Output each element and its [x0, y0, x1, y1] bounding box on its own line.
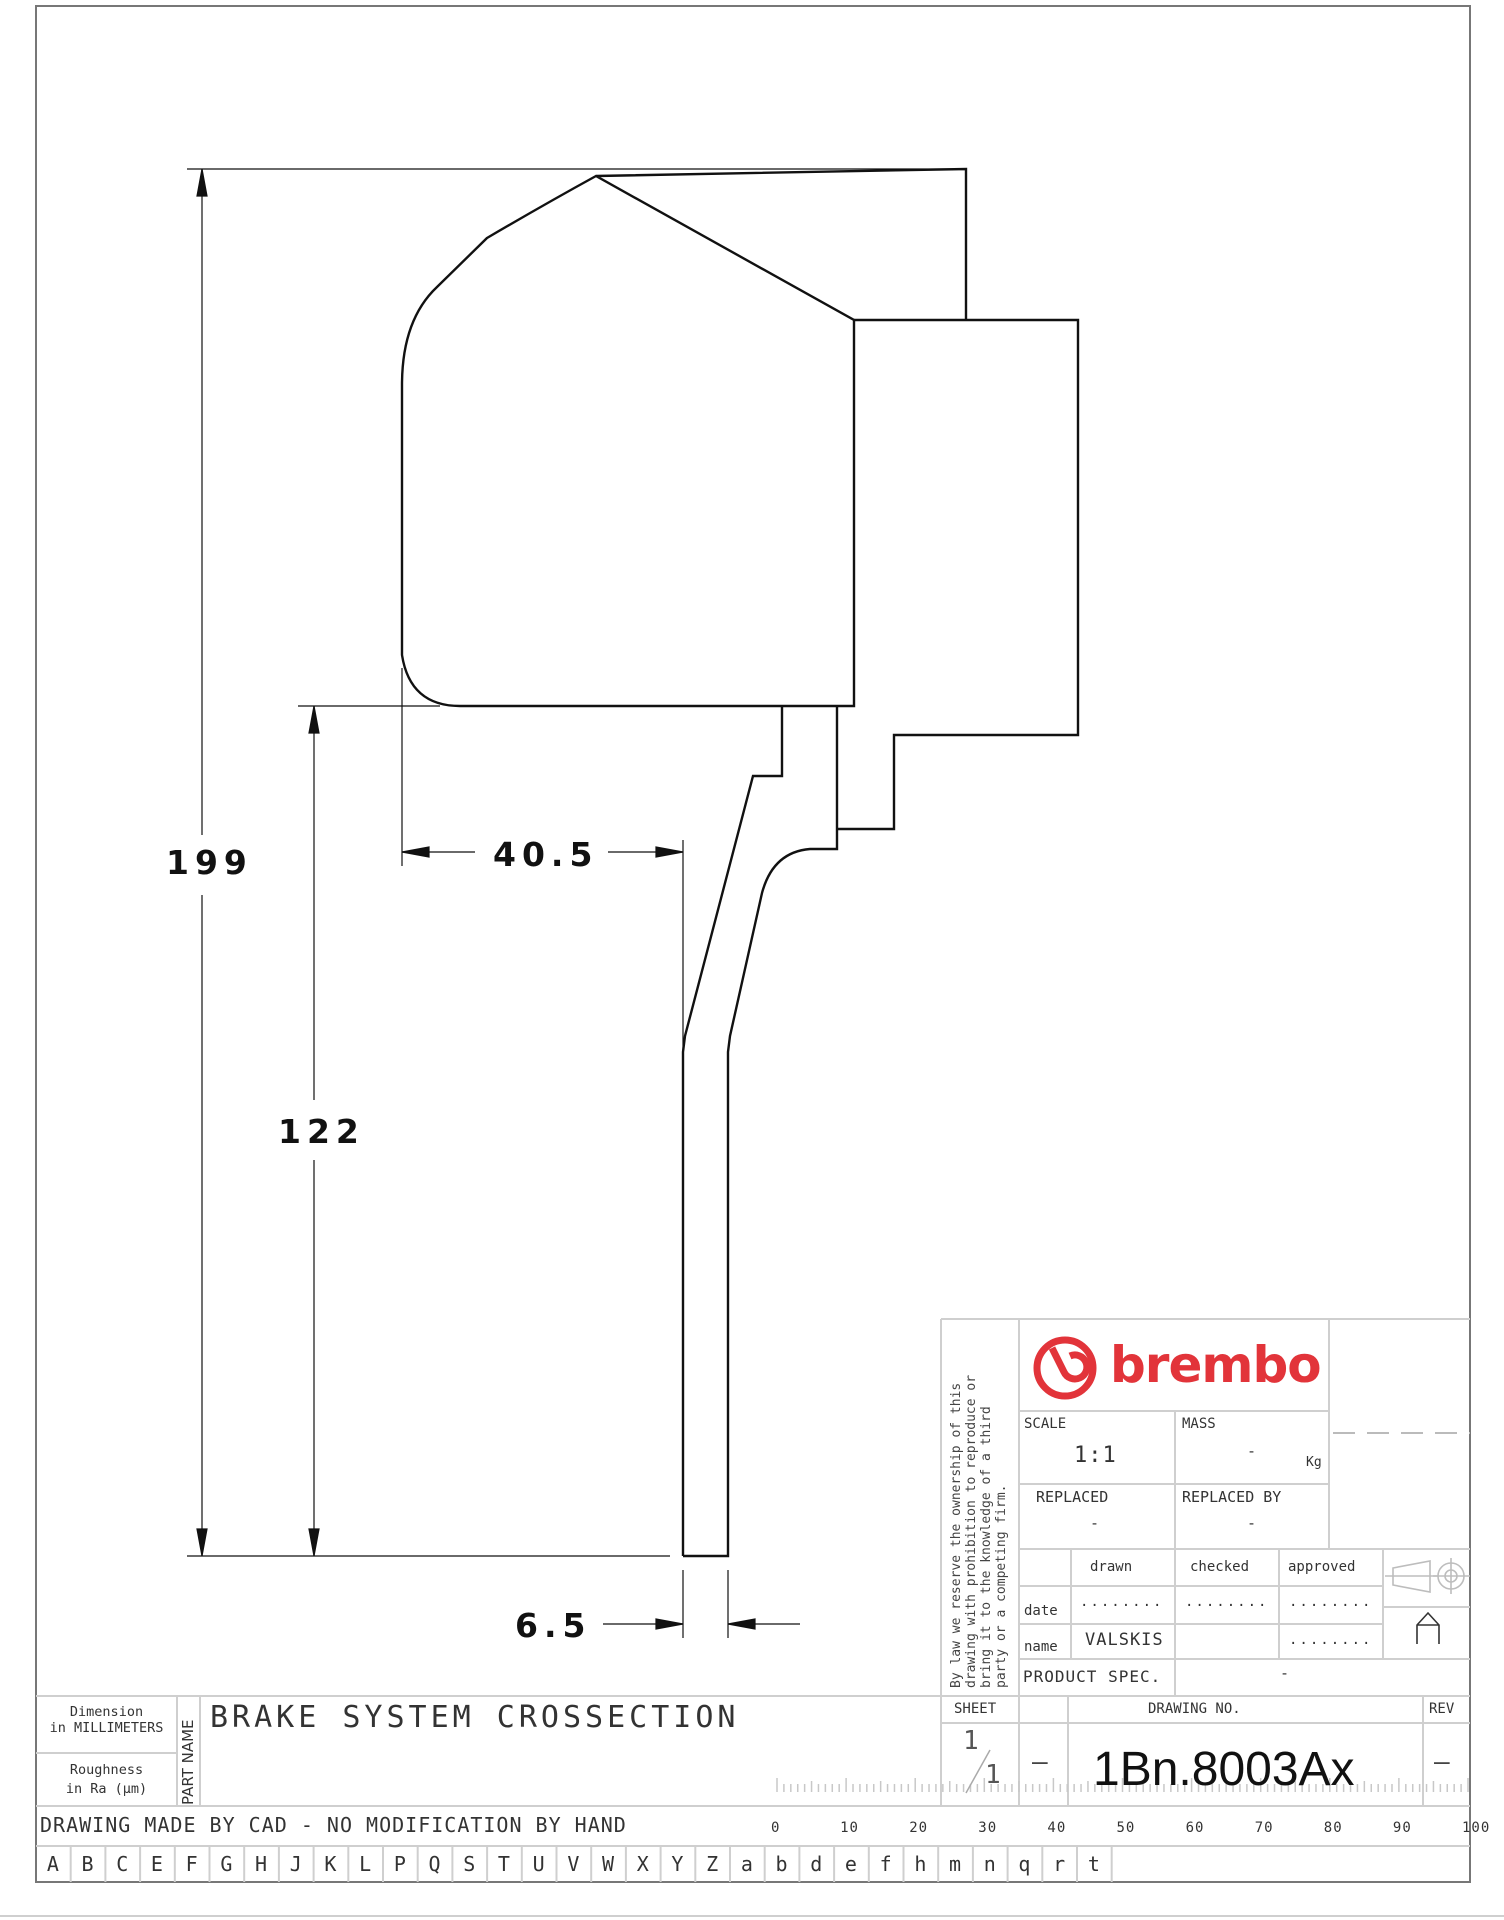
- drawing-no-label: DRAWING NO.: [1148, 1701, 1241, 1717]
- letter-strip-cell: U: [532, 1852, 546, 1876]
- letter-strip-cell: m: [949, 1852, 963, 1876]
- mass-label: MASS: [1182, 1416, 1216, 1432]
- product-spec-label: PRODUCT SPEC.: [1023, 1667, 1162, 1686]
- letter-strip-cell: G: [220, 1852, 234, 1876]
- drawing-number: 1Bn.8003Ax: [1093, 1743, 1355, 1796]
- scale-ruler: [776, 1778, 1469, 1792]
- ruler-label: 60: [1185, 1820, 1205, 1836]
- legal-notice: By law we reserve the ownership of this …: [949, 1374, 1009, 1688]
- rev-value: —: [1434, 1747, 1450, 1777]
- ruler-label: 100: [1462, 1820, 1491, 1836]
- name-approved[interactable]: ........: [1289, 1632, 1373, 1648]
- part-name: BRAKE SYSTEM CROSSECTION: [210, 1700, 740, 1735]
- dimension-lines: [187, 168, 966, 1638]
- letter-strip-cell: a: [740, 1852, 754, 1876]
- mass-unit: Kg: [1306, 1455, 1322, 1470]
- ruler-label: 20: [909, 1820, 929, 1836]
- units-note: Dimension in MILLIMETERS: [49, 1704, 164, 1736]
- letter-strip-cell: P: [393, 1852, 407, 1876]
- letter-strip-cell: T: [497, 1852, 511, 1876]
- sheet-label: SHEET: [954, 1701, 997, 1717]
- letter-strip-cell: F: [185, 1852, 199, 1876]
- letter-strip-cell: B: [81, 1852, 95, 1876]
- letter-strip-cell: r: [1053, 1852, 1067, 1876]
- letter-strip-cell: K: [324, 1852, 338, 1876]
- letter-strip-cell: S: [463, 1852, 477, 1876]
- col-approved: approved: [1288, 1559, 1356, 1575]
- brembo-logo-icon: [1033, 1336, 1097, 1400]
- rev-label: REV: [1429, 1701, 1455, 1717]
- sheet-dash: —: [1032, 1747, 1048, 1777]
- letter-strip-cell: V: [567, 1852, 581, 1876]
- sheet-format-a-icon: [1416, 1611, 1440, 1644]
- letter-strip-cell: f: [879, 1852, 893, 1876]
- row-name: name: [1024, 1639, 1058, 1655]
- letter-strip-cell: C: [116, 1852, 130, 1876]
- date-approved[interactable]: ........: [1289, 1594, 1373, 1610]
- col-checked: checked: [1190, 1559, 1250, 1575]
- scale-value: 1:1: [1074, 1443, 1117, 1468]
- ruler-label: 70: [1254, 1820, 1274, 1836]
- title-block-grid: [36, 1318, 1470, 1847]
- sheet-total: 1: [985, 1760, 1002, 1790]
- letter-strip-cell: E: [150, 1852, 164, 1876]
- caliper-crosssection: [400, 167, 1080, 1558]
- ruler-label: 30: [978, 1820, 998, 1836]
- product-spec-value: -: [1280, 1664, 1290, 1682]
- ruler-label: 0: [771, 1820, 781, 1836]
- brand-wordmark: brembo: [1110, 1336, 1322, 1394]
- date-checked[interactable]: ........: [1185, 1594, 1269, 1610]
- letter-strip-cell: t: [1087, 1852, 1101, 1876]
- letter-strip-cell: J: [289, 1852, 303, 1876]
- letter-strip-cell: h: [914, 1852, 928, 1876]
- dimension-40-5: 40.5: [493, 835, 599, 874]
- first-angle-projection-icon: [1385, 1558, 1470, 1594]
- ruler-label: 10: [840, 1820, 859, 1836]
- replaced-value: -: [1090, 1514, 1100, 1532]
- replaced-by-label: REPLACED BY: [1182, 1488, 1282, 1506]
- letter-strip-cell: d: [810, 1852, 824, 1876]
- letter-strip-cell: q: [1018, 1852, 1032, 1876]
- dimension-199: 199: [166, 843, 253, 882]
- letter-strip-cell: X: [636, 1852, 650, 1876]
- letter-strip-cell: n: [983, 1852, 997, 1876]
- ruler-label: 40: [1047, 1820, 1067, 1836]
- row-date: date: [1024, 1603, 1058, 1619]
- sheet-border: [35, 5, 1471, 1883]
- letter-strip-cell: W: [602, 1852, 616, 1876]
- letter-strip-cell: e: [844, 1852, 858, 1876]
- roughness-note: Roughness in Ra (µm): [65, 1762, 148, 1797]
- replaced-by-value: -: [1247, 1514, 1257, 1532]
- col-drawn: drawn: [1090, 1559, 1133, 1575]
- ruler-label: 50: [1116, 1820, 1136, 1836]
- letter-strip-cell: Q: [428, 1852, 442, 1876]
- letter-strip-cell: Y: [671, 1852, 685, 1876]
- part-name-label: PART NAME: [179, 1719, 197, 1805]
- sheet-number: 1: [963, 1726, 980, 1756]
- cad-notice: DRAWING MADE BY CAD - NO MODIFICATION BY…: [40, 1813, 627, 1837]
- replaced-label: REPLACED: [1036, 1488, 1109, 1506]
- scale-label: SCALE: [1024, 1416, 1067, 1432]
- ruler-label: 90: [1392, 1820, 1412, 1836]
- letter-strip-cell: Z: [706, 1852, 720, 1876]
- letter-strip-cell: L: [359, 1852, 373, 1876]
- letter-strip-cell: H: [255, 1852, 269, 1876]
- letter-strip-cell: A: [46, 1852, 60, 1876]
- dimension-122: 122: [278, 1112, 365, 1151]
- dimension-6-5: 6.5: [515, 1606, 592, 1645]
- mass-value: -: [1247, 1442, 1257, 1460]
- letter-strip-cell: b: [775, 1852, 789, 1876]
- date-drawn[interactable]: ........: [1080, 1594, 1164, 1610]
- ruler-label: 80: [1323, 1820, 1343, 1836]
- name-drawn[interactable]: VALSKIS: [1085, 1630, 1164, 1650]
